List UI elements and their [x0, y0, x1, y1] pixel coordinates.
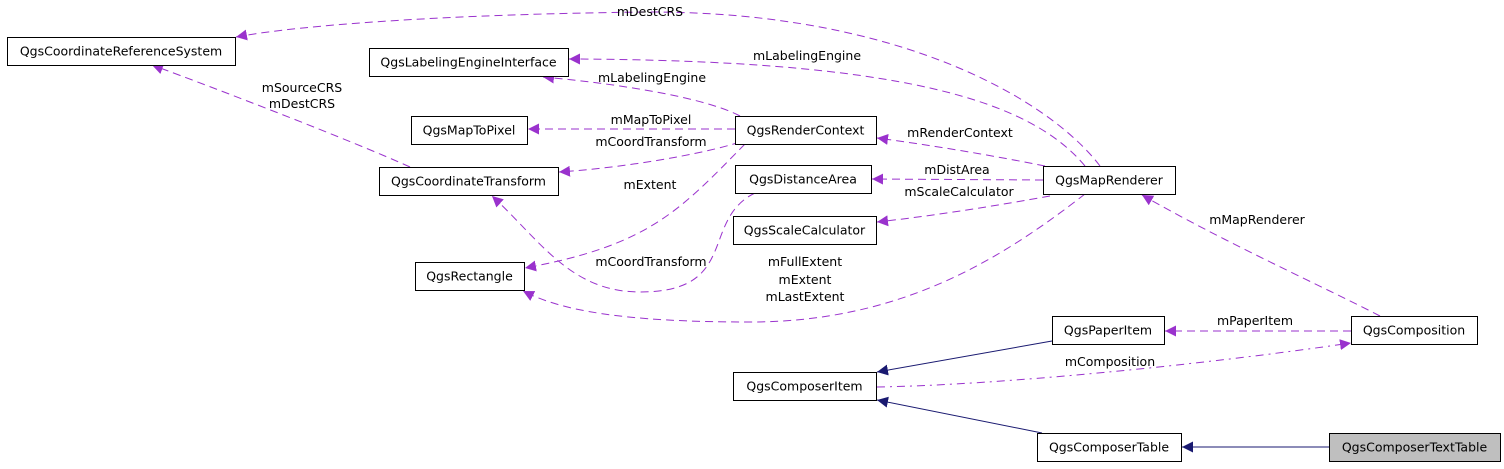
edge-line	[491, 192, 756, 293]
edge-line	[876, 396, 1043, 434]
node-coordtransform[interactable]: QgsCoordinateTransform	[379, 167, 559, 196]
edge-line	[871, 173, 1044, 185]
node-composition[interactable]: QgsComposition	[1351, 316, 1478, 345]
edge-rendercontext-to-coordtransform: mCoordTransform	[558, 134, 741, 177]
edge-label: mRenderContext	[907, 125, 1013, 140]
edge-label: mLabelingEngine	[598, 70, 706, 85]
edge-line	[1141, 194, 1381, 317]
edge-line	[876, 340, 1053, 376]
node-composeritem[interactable]: QgsComposerItem	[733, 372, 877, 401]
edge-maprenderer-to-rectangle: mFullExtent mExtent mLastExtent	[522, 193, 1086, 323]
edge-label: mDistArea	[924, 162, 989, 177]
node-label: QgsScaleCalculator	[744, 223, 866, 238]
node-box	[415, 262, 525, 291]
node-label: QgsComposerTable	[1049, 440, 1169, 455]
edge-line	[876, 133, 1046, 167]
edge-label: mCoordTransform	[595, 254, 706, 269]
node-label: QgsMapRenderer	[1055, 173, 1164, 188]
node-label: QgsRectangle	[426, 269, 513, 284]
edge-paperitem-to-composeritem	[876, 340, 1053, 376]
node-label: QgsCoordinateTransform	[391, 174, 546, 189]
edge-label: mDestCRS	[617, 4, 683, 19]
node-composertexttable[interactable]: QgsComposerTextTable	[1329, 433, 1501, 462]
node-box	[735, 116, 877, 145]
edge-label: mSourceCRS	[262, 80, 343, 95]
edge-line	[568, 53, 1086, 167]
edge-line	[522, 193, 1086, 323]
node-box	[379, 167, 559, 196]
node-box	[1351, 316, 1478, 345]
node-composertable[interactable]: QgsComposerTable	[1037, 433, 1182, 462]
edge-maprenderer-to-scalecalc: mScaleCalculator	[876, 184, 1051, 227]
edge-line	[876, 339, 1352, 388]
edge-composertable-to-composeritem	[876, 396, 1043, 434]
edge-composeritem-to-composition: mComposition	[876, 339, 1352, 388]
node-label: QgsMapToPixel	[423, 123, 516, 138]
edge-line	[542, 72, 741, 117]
edge-label: mMapToPixel	[611, 112, 692, 127]
edge-label: mComposition	[1065, 354, 1155, 369]
edge-label: mLabelingEngine	[753, 48, 861, 63]
node-crs[interactable]: QgsCoordinateReferenceSystem	[7, 37, 236, 66]
node-box	[7, 37, 236, 66]
edge-rendercontext-to-maptopixel: mMapToPixel	[528, 112, 735, 135]
edge-line	[558, 141, 741, 177]
edge-label: mPaperItem	[1217, 313, 1293, 328]
edge-line	[876, 195, 1051, 227]
node-box	[1052, 316, 1165, 345]
node-scalecalc[interactable]: QgsScaleCalculator	[733, 216, 877, 245]
node-box	[735, 165, 872, 194]
node-box	[733, 216, 877, 245]
edge-label: mScaleCalculator	[904, 184, 1014, 199]
edge-maprenderer-to-labeling: mLabelingEngine	[568, 48, 1086, 167]
edge-label: mLastExtent	[766, 289, 845, 304]
node-label: QgsRenderContext	[747, 123, 865, 138]
edge-label: mExtent	[624, 177, 677, 192]
node-label: QgsComposerTextTable	[1342, 440, 1488, 455]
node-label: QgsCoordinateReferenceSystem	[20, 44, 222, 59]
node-label: QgsComposerItem	[746, 379, 862, 394]
edge-maprenderer-to-crs: mDestCRS	[235, 4, 1101, 167]
node-rectangle[interactable]: QgsRectangle	[415, 262, 525, 291]
edge-label: mFullExtent	[768, 254, 842, 269]
edge-maprenderer-to-distancearea: mDistArea	[871, 162, 1044, 185]
edge-composition-to-paperitem: mPaperItem	[1165, 313, 1351, 337]
edge-label: mMapRenderer	[1209, 212, 1305, 227]
edge-rendercontext-to-rectangle: mExtent	[524, 143, 746, 272]
node-maptopixel[interactable]: QgsMapToPixel	[411, 116, 528, 145]
node-box	[411, 116, 528, 145]
node-maprenderer[interactable]: QgsMapRenderer	[1043, 166, 1176, 195]
node-box	[1037, 433, 1182, 462]
edge-maprenderer-to-rendercontext: mRenderContext	[876, 125, 1046, 167]
node-label: QgsDistanceArea	[749, 172, 857, 187]
node-paperitem[interactable]: QgsPaperItem	[1052, 316, 1165, 345]
edge-label: mDestCRS	[269, 96, 335, 111]
edge-line	[235, 11, 1101, 167]
edge-label: mCoordTransform	[595, 134, 706, 149]
node-rendercontext[interactable]: QgsRenderContext	[735, 116, 877, 145]
node-label: QgsLabelingEngineInterface	[380, 55, 556, 70]
edge-line	[524, 143, 746, 272]
node-box	[1043, 166, 1176, 195]
edge-label: mExtent	[779, 272, 832, 287]
node-box	[733, 372, 877, 401]
edge-composition-to-maprenderer: mMapRenderer	[1141, 194, 1381, 317]
node-labeling[interactable]: QgsLabelingEngineInterface	[369, 48, 569, 77]
edge-distancearea-to-coordtransform: mCoordTransform	[491, 192, 756, 293]
node-box	[1329, 433, 1501, 462]
node-label: QgsPaperItem	[1064, 323, 1152, 338]
node-distancearea[interactable]: QgsDistanceArea	[735, 165, 872, 194]
node-box	[369, 48, 569, 77]
edge-rendercontext-to-labeling: mLabelingEngine	[542, 70, 741, 117]
edge-line	[151, 63, 411, 168]
node-label: QgsComposition	[1363, 323, 1465, 338]
